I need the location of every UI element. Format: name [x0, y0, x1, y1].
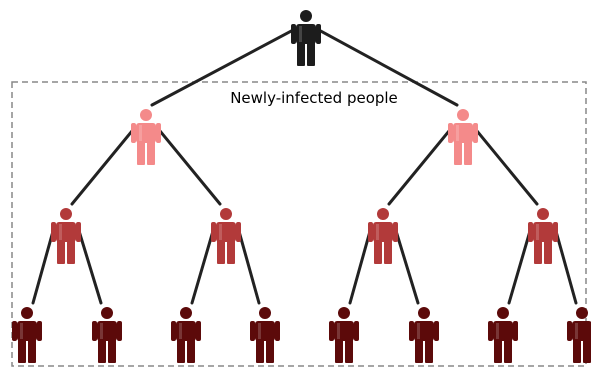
person-icon [92, 307, 122, 363]
tree-edge [76, 226, 103, 305]
person-icon [211, 208, 241, 264]
tree-edge [150, 28, 296, 107]
tree-edge [387, 127, 453, 206]
tree-people [12, 10, 591, 363]
person-icon [448, 109, 478, 165]
person-icon [528, 208, 558, 264]
tree-edge [473, 127, 539, 206]
newly-infected-label: Newly-infected people [230, 89, 398, 107]
tree-edge [316, 28, 459, 107]
tree-edge [70, 127, 136, 206]
tree-edge [348, 226, 373, 305]
tree-edge [156, 127, 222, 206]
person-icon [12, 307, 42, 363]
person-icon [368, 208, 398, 264]
tree-edge [507, 226, 533, 305]
person-icon [409, 307, 439, 363]
tree-edge [393, 226, 420, 305]
person-icon [51, 208, 81, 264]
person-icon [250, 307, 280, 363]
person-icon [567, 307, 591, 363]
newly-infected-box [11, 81, 587, 367]
person-icon [291, 10, 321, 66]
person-icon [131, 109, 161, 165]
tree-edge [553, 226, 578, 305]
person-icon [171, 307, 201, 363]
person-icon [488, 307, 518, 363]
tree-edge [190, 226, 216, 305]
tree-edges [31, 28, 578, 305]
tree-edge [236, 226, 261, 305]
person-icon [329, 307, 359, 363]
tree-edge [31, 226, 56, 305]
